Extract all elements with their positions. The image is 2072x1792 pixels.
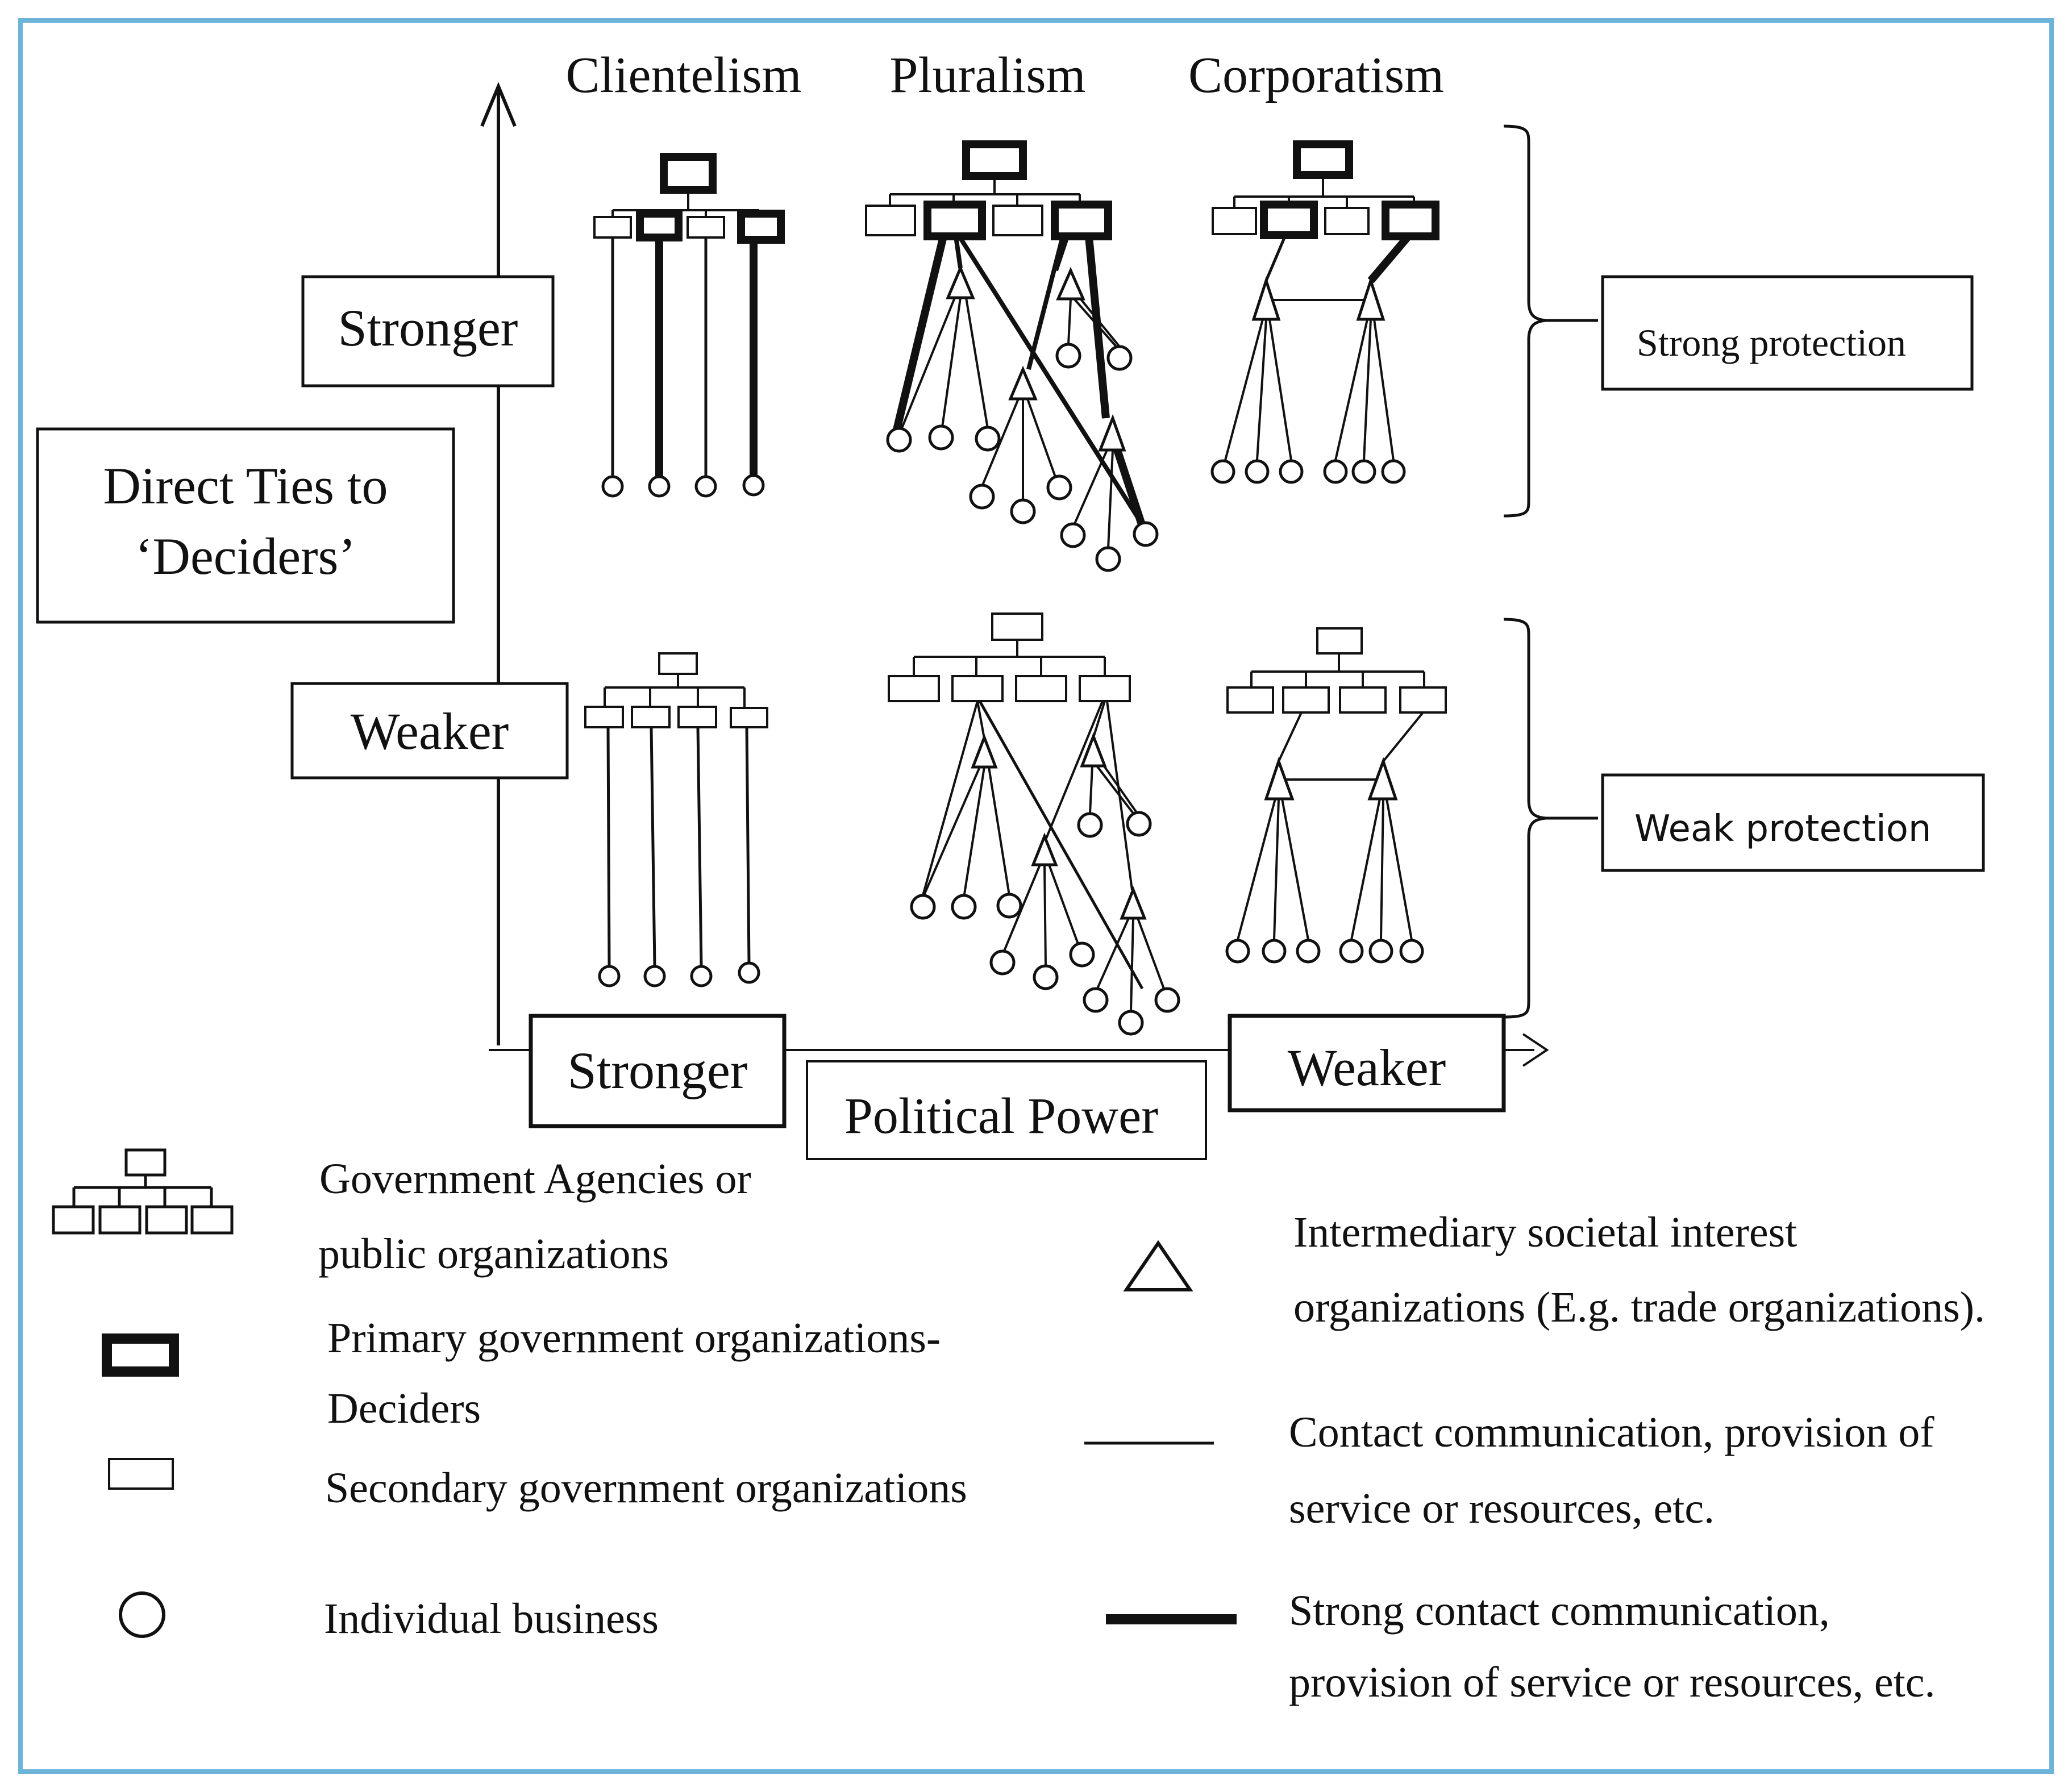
svg-text:provision of service or resour: provision of service or resources, etc. <box>1289 1658 1935 1706</box>
x-axis-label-box: Political Power <box>806 1060 1207 1160</box>
svg-text:Strong protection: Strong protection <box>1637 321 1906 364</box>
intermediary-triangle-icon <box>1123 1240 1193 1291</box>
secondary-org-icon <box>108 1458 174 1490</box>
column-clientelism: Clientelism <box>566 47 802 103</box>
clientelism-strong-network <box>593 153 785 498</box>
org-chart-icon <box>52 1148 234 1235</box>
bracket-weak <box>1503 618 1598 1019</box>
svg-text:Strong contact communication,: Strong contact communication, <box>1289 1587 1830 1635</box>
pluralism-weak-network <box>888 612 1180 1036</box>
outer-frame <box>18 18 2054 1774</box>
svg-text:Stronger: Stronger <box>568 1041 748 1099</box>
svg-text:Weak protection: Weak protection <box>1634 808 1931 850</box>
svg-text:public organizations: public organizations <box>318 1230 669 1278</box>
svg-text:Contact communication, provisi: Contact communication, provision of <box>1289 1408 1934 1456</box>
svg-text:organizations (E.g. trade orga: organizations (E.g. trade organizations)… <box>1293 1283 1985 1331</box>
primary-org-icon <box>102 1333 179 1377</box>
legend: Government Agencies or public organizati… <box>52 1148 1985 1706</box>
svg-text:Weaker: Weaker <box>351 702 509 760</box>
svg-text:Weaker: Weaker <box>1288 1039 1446 1097</box>
svg-text:Primary government organizatio: Primary government organizations- <box>327 1314 941 1362</box>
svg-text:service or resources, etc.: service or resources, etc. <box>1289 1485 1715 1532</box>
svg-text:Direct Ties to: Direct Ties to <box>103 457 388 515</box>
weak-protection-box: Weak protection <box>1601 773 1985 872</box>
corporatism-strong-network <box>1210 140 1439 484</box>
strong-protection-box: Strong protection <box>1601 275 1974 391</box>
svg-text:Political Power: Political Power <box>844 1088 1158 1144</box>
y-axis-label-box: Direct Ties to ‘Deciders’ <box>36 427 455 624</box>
svg-text:Stronger: Stronger <box>338 299 518 357</box>
svg-text:Deciders: Deciders <box>327 1385 481 1432</box>
business-circle-icon <box>119 1591 165 1638</box>
clientelism-weak-network <box>584 652 768 987</box>
y-axis <box>480 82 517 1045</box>
pluralism-strong-network <box>865 140 1159 572</box>
corporatism-weak-network <box>1225 627 1447 964</box>
svg-text:‘Deciders’: ‘Deciders’ <box>135 527 356 585</box>
bracket-strong <box>1503 124 1598 518</box>
x-weaker-box: Weaker <box>1228 1014 1506 1112</box>
column-pluralism: Pluralism <box>889 47 1085 103</box>
svg-text:Secondary government organizat: Secondary government organizations <box>325 1464 967 1512</box>
x-stronger-box: Stronger <box>529 1014 787 1128</box>
y-weaker-box: Weaker <box>290 682 569 780</box>
svg-text:Government Agencies or: Government Agencies or <box>319 1155 751 1203</box>
svg-text:Individual business: Individual business <box>324 1595 659 1643</box>
y-stronger-box: Stronger <box>301 275 555 387</box>
svg-text:Intermediary societal interest: Intermediary societal interest <box>1293 1208 1797 1256</box>
column-corporatism: Corporatism <box>1188 47 1444 103</box>
